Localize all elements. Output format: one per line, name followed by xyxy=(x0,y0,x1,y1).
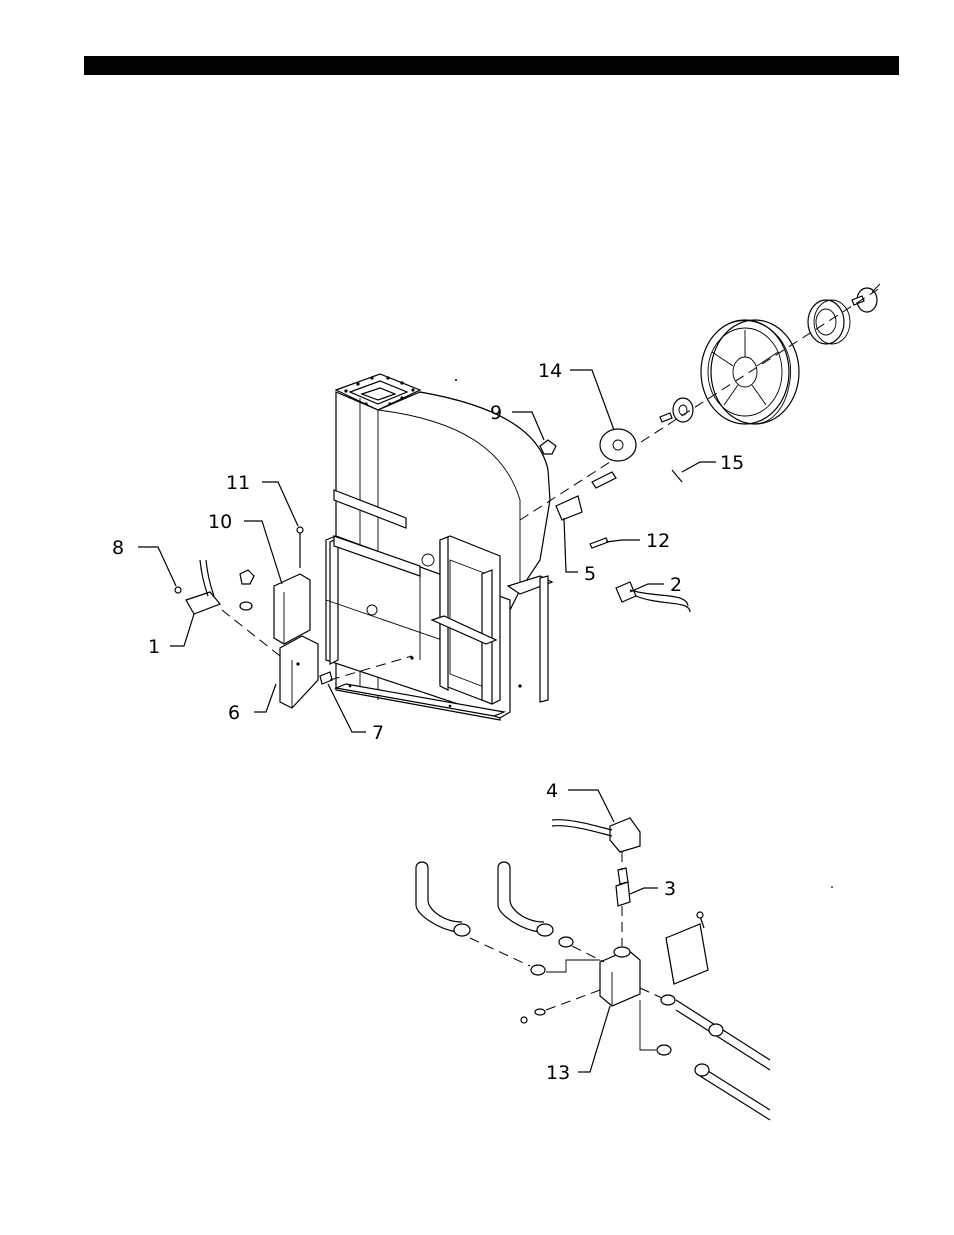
blower-housing xyxy=(326,374,552,720)
callout-13: 13 xyxy=(546,1062,570,1084)
bearing-flange xyxy=(600,429,636,461)
callout-15: 15 xyxy=(720,452,744,474)
callout-12: 12 xyxy=(646,530,670,552)
callout-14: 14 xyxy=(538,360,562,382)
callout-1: 1 xyxy=(148,636,160,658)
callout-7: 7 xyxy=(372,722,384,744)
small-pulley xyxy=(808,300,850,344)
callout-4: 4 xyxy=(546,780,558,802)
callout-6: 6 xyxy=(228,702,240,724)
callout-3: 3 xyxy=(664,878,676,900)
drive-components xyxy=(520,284,880,612)
pulley-hub xyxy=(673,398,693,422)
fittings-assembly xyxy=(416,818,833,1120)
callout-2: 2 xyxy=(670,574,682,596)
callout-10: 10 xyxy=(208,511,232,533)
callout-8: 8 xyxy=(112,537,124,559)
callout-11: 11 xyxy=(226,472,250,494)
callout-9: 9 xyxy=(490,402,502,424)
callout-5: 5 xyxy=(584,563,596,585)
